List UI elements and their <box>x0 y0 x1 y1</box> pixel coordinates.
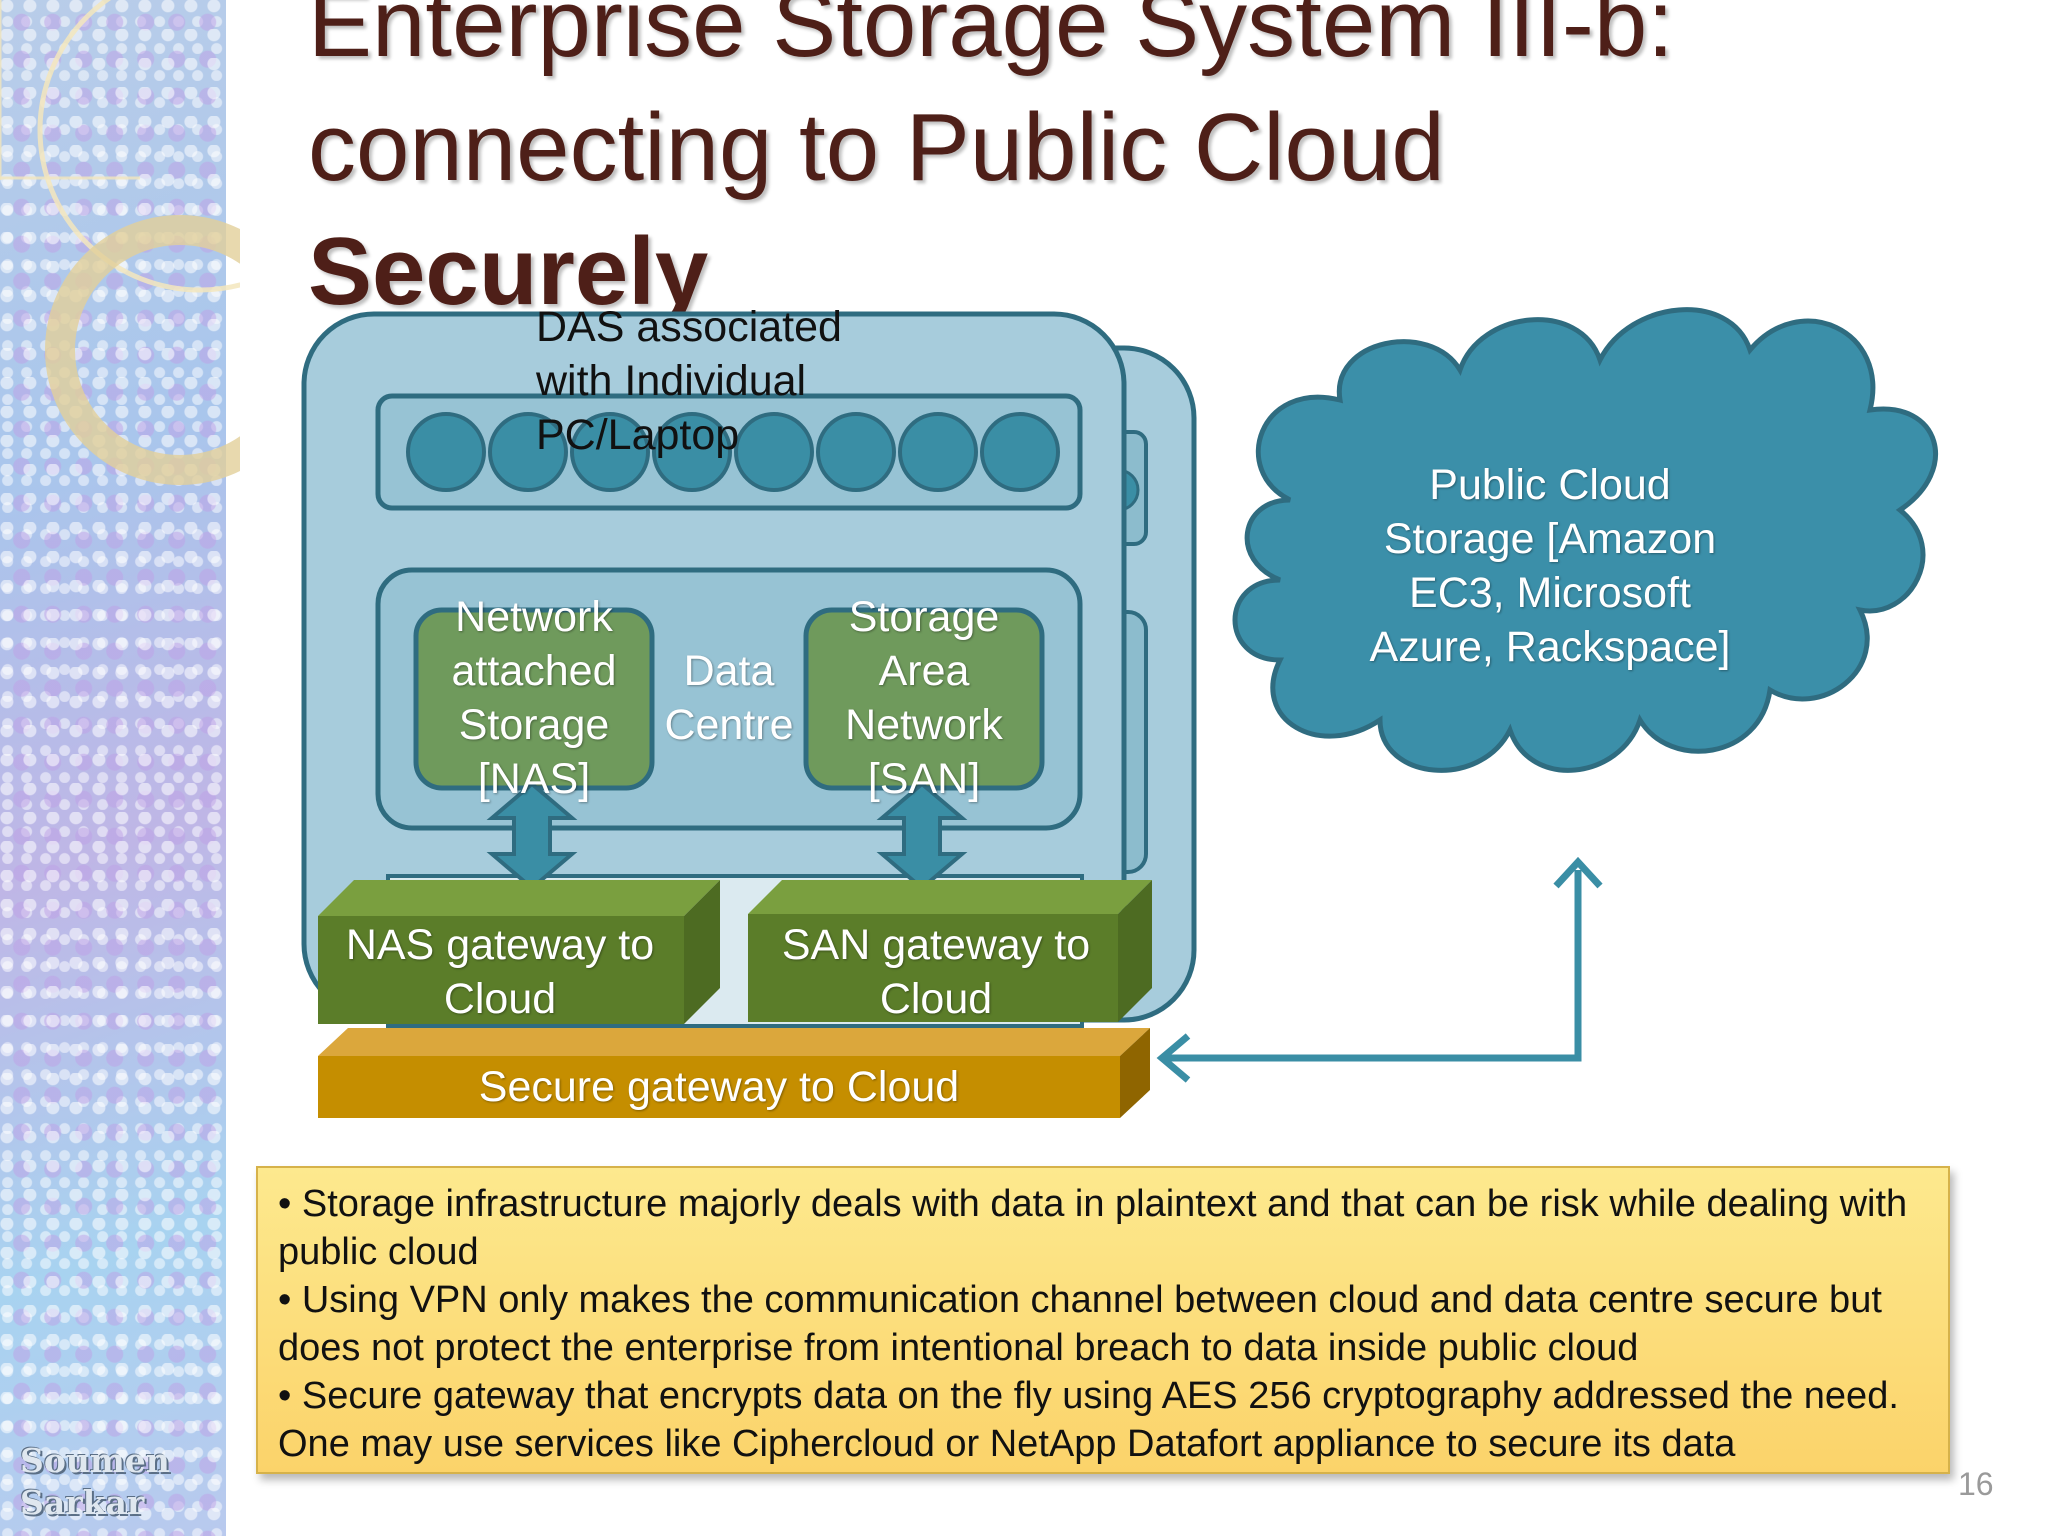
cloud-label: Public Cloud Storage [Amazon EC3, Micros… <box>1369 461 1731 671</box>
secure-gateway-top <box>318 1028 1150 1056</box>
cloud-connector-line <box>1162 870 1582 1062</box>
disk <box>406 412 486 492</box>
secure-gateway-side <box>1120 1028 1150 1118</box>
disk <box>488 412 568 492</box>
data-centre-label: Data Centre <box>664 647 794 749</box>
das-label: DAS associated with Individual PC/Laptop <box>536 303 842 459</box>
san-gateway-side <box>1118 880 1152 1022</box>
disk <box>570 412 650 492</box>
disk <box>734 412 814 492</box>
secure-gateway-label: Secure gateway to Cloud <box>478 1063 960 1111</box>
nas-gateway-label: NAS gateway to Cloud <box>345 921 655 1023</box>
page-number: 16 <box>1958 1466 1994 1502</box>
san-label: Storage Area Network [SAN] <box>845 593 1003 803</box>
san-gateway-top <box>748 880 1152 914</box>
nas-gateway-side <box>684 880 720 1024</box>
nas-gateway-top <box>318 880 720 916</box>
nas-gateway-front <box>318 916 684 1024</box>
decorative-sidebar: Soumen Sarkar <box>0 0 240 1536</box>
san-gateway-label: SAN gateway to Cloud <box>781 921 1091 1023</box>
disk <box>816 412 896 492</box>
public-cloud-shape <box>1232 307 1939 773</box>
cloud-connector-arrowhead-up <box>1553 856 1603 889</box>
nas-label: Network attached Storage [NAS] <box>451 593 617 803</box>
title-line-2: connecting to Public Cloud <box>308 94 1445 201</box>
disk <box>652 412 732 492</box>
cloud-connector-arrowhead-left <box>1156 1033 1191 1083</box>
san-gateway-front <box>748 914 1118 1022</box>
slide-title: Enterprise Storage System III-b: connect… <box>308 0 2008 334</box>
note-item: • Using VPN only makes the communication… <box>278 1279 1882 1369</box>
title-line-1: Enterprise Storage System III-b: <box>308 0 1674 77</box>
disk <box>898 412 978 492</box>
author-name: Soumen Sarkar <box>20 1441 170 1522</box>
note-item: • Storage infrastructure majorly deals w… <box>278 1183 1908 1273</box>
notes-box: • Storage infrastructure majorly deals w… <box>256 1166 1950 1474</box>
decorative-rings <box>0 0 240 485</box>
secure-gateway-front <box>318 1056 1120 1118</box>
disk <box>980 412 1060 492</box>
title-line-3: Securely <box>308 218 709 325</box>
note-item: • Secure gateway that encrypts data on t… <box>278 1375 1899 1465</box>
disk-row <box>406 412 1060 492</box>
